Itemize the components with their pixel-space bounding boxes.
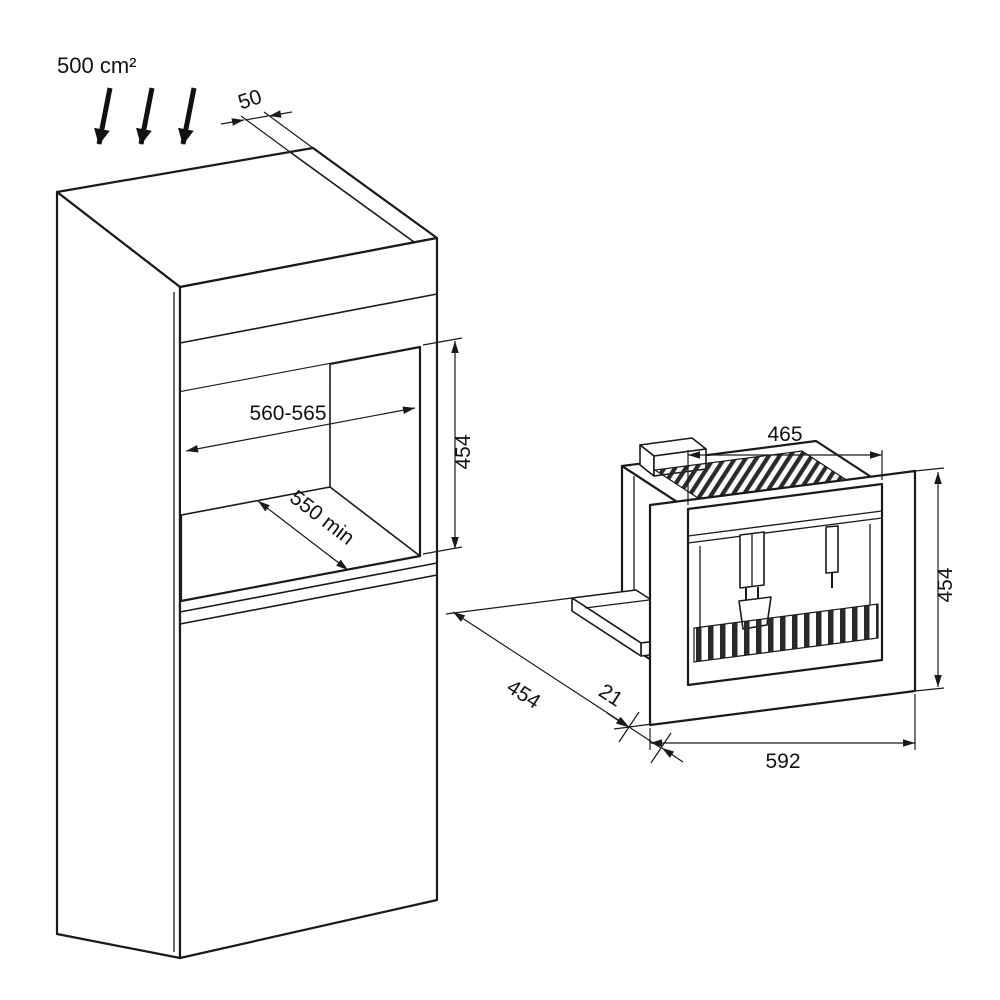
top-gap-label: 50: [235, 85, 264, 114]
ventilation-arrow-2: [136, 87, 155, 145]
water-nozzle: [825, 525, 839, 588]
front-width-dimension: 592: [649, 694, 916, 773]
cabinet-lower-panel-line-2: [179, 574, 438, 625]
niche-width-dimension: 560-565: [185, 402, 416, 453]
niche-height-label: 454: [452, 434, 475, 469]
body-width-dimension: 465: [687, 423, 883, 505]
niche-bottom-right-edge: [329, 486, 420, 557]
cabinet-front-face: [178, 236, 439, 960]
frame-clearance-label: 21: [594, 680, 626, 712]
niche-height-dimension: 454: [422, 337, 475, 555]
coffee-spout: [739, 531, 765, 601]
cabinet-niche-interior: [181, 347, 420, 601]
front-width-label: 592: [765, 750, 800, 773]
cabinet-upper-panel-line: [179, 293, 438, 344]
cabinet-left-face: [55, 190, 182, 960]
top-gap-dimension: 50: [220, 85, 314, 153]
appliance-height-label: 454: [934, 567, 957, 602]
ventilation-annotation: 500 cm²: [57, 53, 197, 145]
appliance-depth-label: 454: [503, 675, 545, 714]
front-band-line-2: [687, 517, 883, 544]
niche-width-label: 560-565: [249, 402, 326, 425]
nozzle-body: [825, 525, 839, 574]
cabinet-drawing: 560-565 454 550 min 50 500 cm²: [55, 53, 475, 960]
cabinet-vent-slot-line: [289, 151, 415, 243]
tray-groove: [584, 599, 650, 609]
ventilation-arrow-1: [94, 87, 113, 145]
appliance-drawing: 465 454 592 454: [445, 423, 957, 773]
ventilation-area-label: 500 cm²: [57, 53, 136, 78]
appliance-lower-grill: [693, 603, 879, 663]
front-band-line-1: [687, 510, 883, 537]
appliance-height-dimension: 454: [914, 467, 957, 692]
cabinet-lower-panel-line-1: [179, 562, 438, 613]
body-width-label: 465: [767, 423, 802, 446]
ventilation-arrow-3: [178, 87, 197, 145]
